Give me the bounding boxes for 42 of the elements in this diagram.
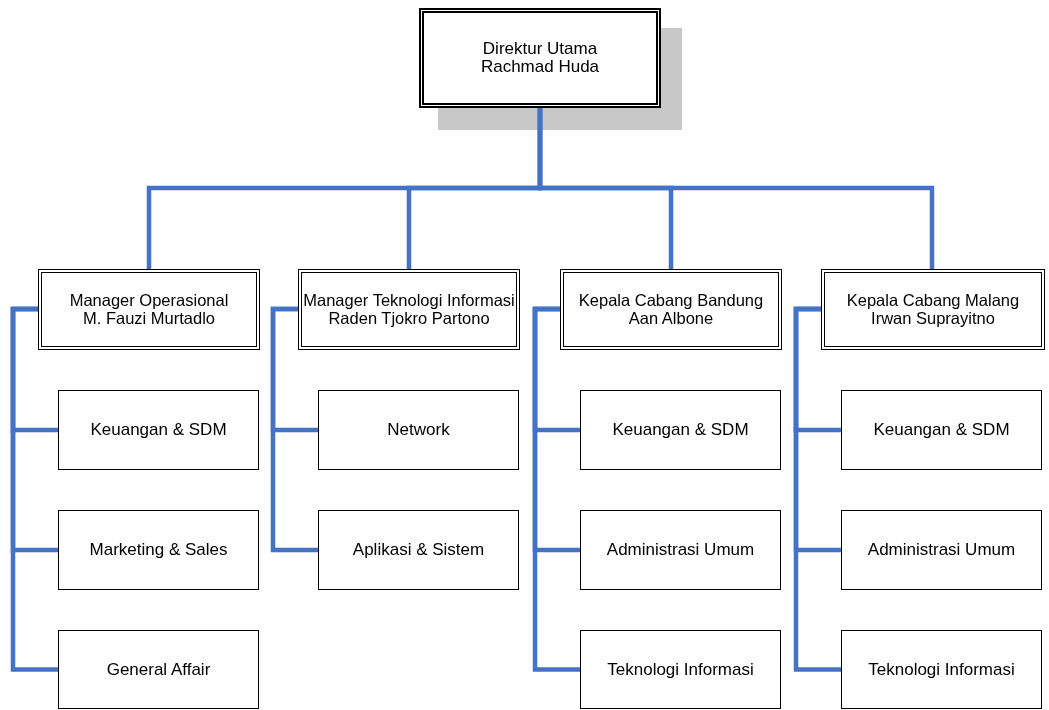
position-title: Direktur Utama	[482, 40, 598, 58]
unit-name: Keuangan & SDM	[90, 421, 227, 439]
unit-box	[841, 510, 1042, 590]
unit-name: Administrasi Umum	[606, 541, 755, 559]
unit-name: Marketing & Sales	[89, 541, 228, 559]
position-box	[298, 269, 520, 350]
position-title: Manager Teknologi Informasi	[303, 292, 515, 310]
position-box	[560, 269, 782, 350]
unit-box	[841, 390, 1042, 470]
unit-name: Network	[387, 421, 450, 439]
unit-box	[318, 510, 519, 590]
position-box	[821, 269, 1045, 350]
unit-box	[318, 390, 519, 470]
unit-name: General Affair	[106, 660, 211, 679]
connector-line	[532, 306, 580, 672]
unit-box	[841, 630, 1042, 709]
person-name: Irwan Suprayitno	[871, 309, 995, 327]
unit-box	[580, 630, 781, 709]
unit-box	[58, 390, 259, 470]
unit-name: Keuangan & SDM	[612, 421, 749, 439]
unit-box	[58, 510, 259, 590]
position-box	[38, 269, 260, 350]
person-name: Aan Albone	[628, 309, 714, 327]
unit-name: Teknologi Informasi	[868, 660, 1015, 679]
unit-box	[58, 630, 259, 709]
connector-line	[10, 306, 58, 672]
position-title: Kepala Cabang Malang	[846, 292, 1020, 310]
connector-line	[537, 108, 935, 269]
connector-line	[793, 306, 841, 672]
unit-name: Aplikasi & Sistem	[352, 541, 485, 559]
position-title: Manager Operasional	[69, 292, 229, 310]
position-title: Kepala Cabang Bandung	[578, 292, 764, 310]
person-name: M. Fauzi Murtadlo	[82, 309, 215, 327]
unit-box	[580, 510, 781, 590]
person-name: Raden Tjokro Partono	[328, 309, 490, 327]
unit-name: Administrasi Umum	[867, 541, 1016, 559]
unit-box	[580, 390, 781, 470]
person-name: Rachmad Huda	[480, 58, 600, 76]
unit-name: Keuangan & SDM	[873, 421, 1010, 439]
unit-name: Teknologi Informasi	[607, 660, 754, 679]
connector-line	[270, 306, 318, 553]
position-box	[419, 8, 661, 108]
